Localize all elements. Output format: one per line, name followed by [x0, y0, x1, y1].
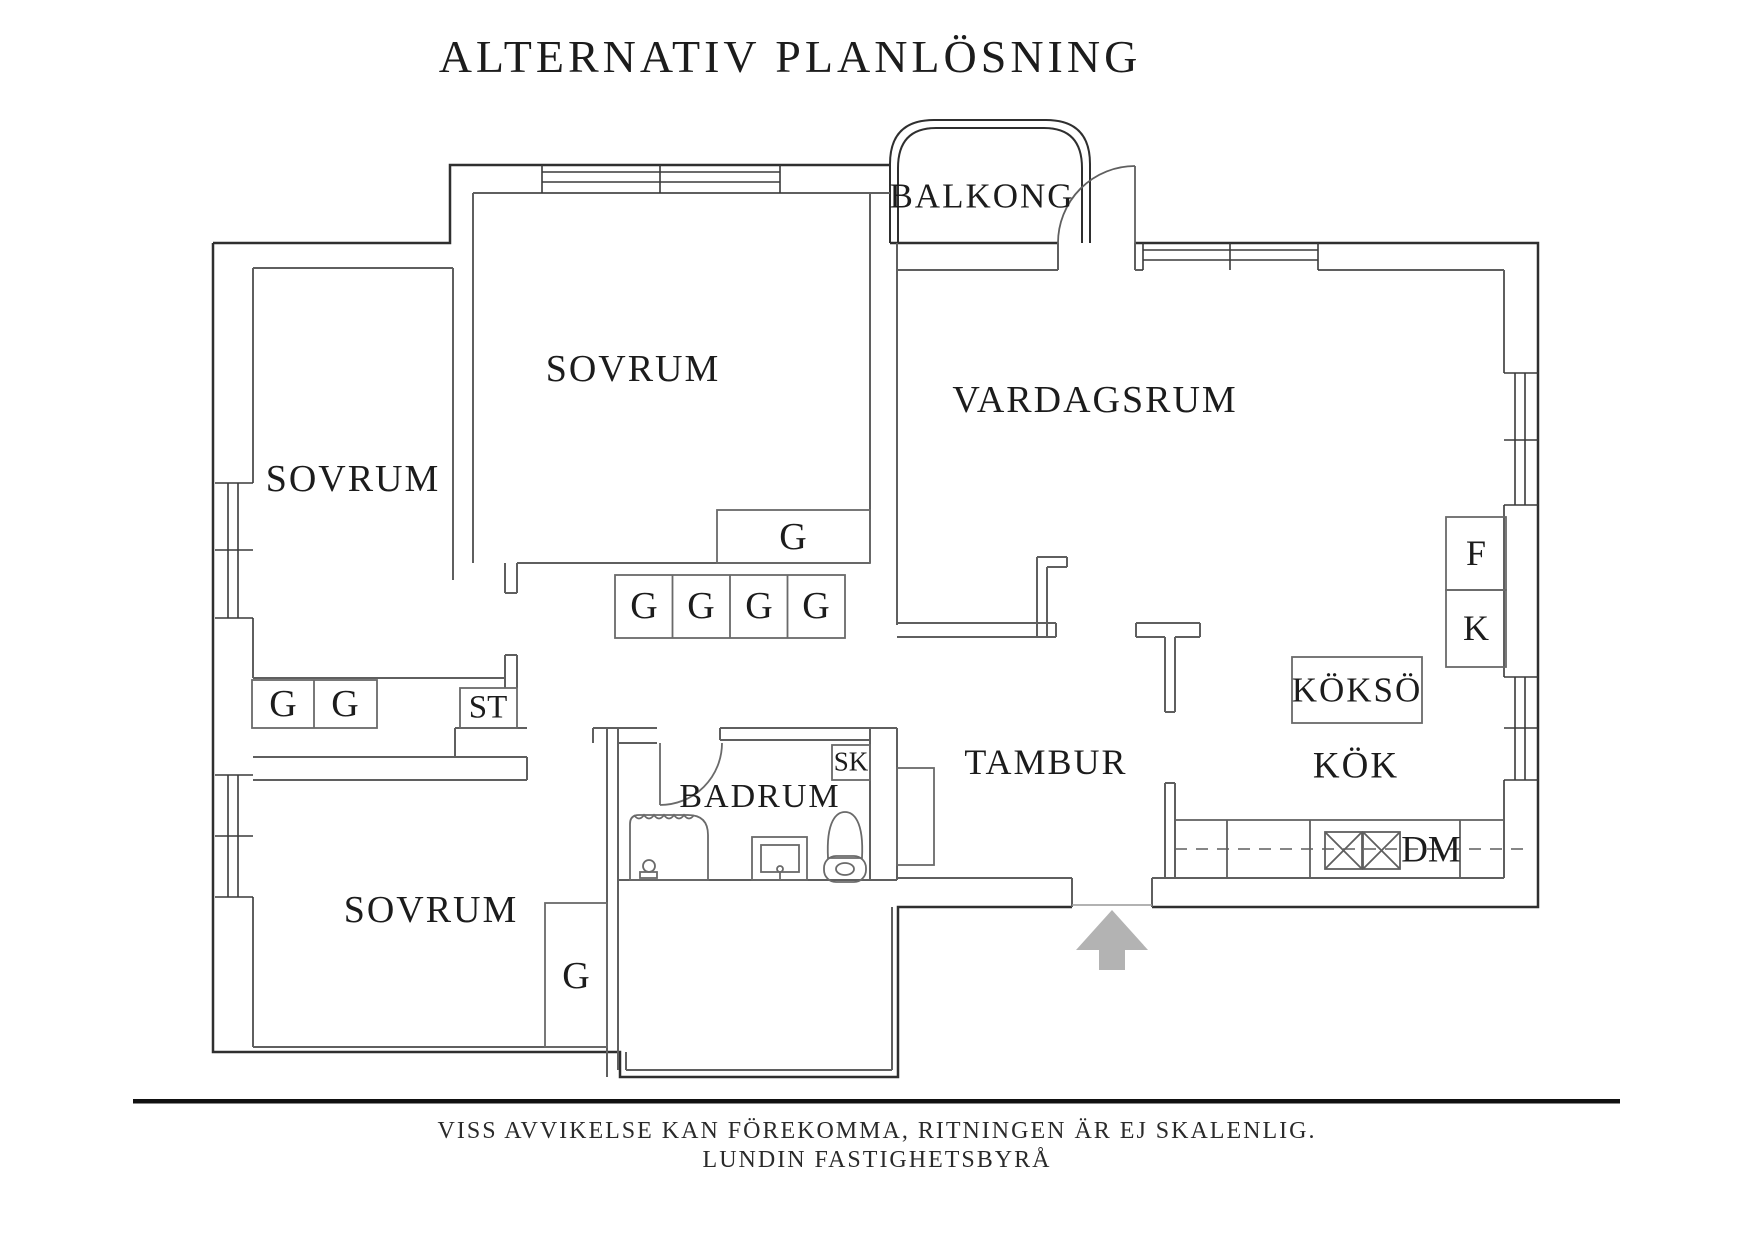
footer-disclaimer: VISS AVVIKELSE KAN FÖREKOMMA, RITNINGEN … [437, 1118, 1317, 1144]
room-label-vardagsrum: VARDAGSRUM [952, 379, 1238, 421]
closets [251, 509, 1507, 1048]
closet-label-g5: G [269, 683, 297, 725]
balcony-railing [889, 119, 1091, 243]
closet-label-g8: G [562, 955, 590, 997]
fixture-label-dishwasher: DM [1401, 829, 1461, 871]
footer-divider [133, 1099, 1620, 1104]
footer-agency: LUNDIN FASTIGHETSBYRÅ [702, 1147, 1052, 1173]
room-label-tambur: TAMBUR [964, 742, 1128, 782]
closet-label-g2: G [687, 585, 715, 627]
closet-label-sk: SK [833, 746, 869, 777]
page-title: ALTERNATIV PLANLÖSNING [438, 31, 1142, 82]
room-label-sovrum-top-mid: SOVRUM [545, 348, 721, 390]
entry-arrow-icon [1076, 910, 1148, 970]
fixture-label-koksoe: KÖKSÖ [1291, 670, 1423, 710]
room-label-sovrum-bottom: SOVRUM [343, 889, 519, 931]
room-label-badrum: BADRUM [679, 778, 841, 815]
closet-label-g6: G [331, 683, 359, 725]
fixture-label-fridge: F [1465, 533, 1487, 573]
closet-label-st: ST [468, 689, 508, 726]
balcony-door [1057, 165, 1136, 244]
windows [215, 165, 1538, 898]
closet-label-g3: G [745, 585, 773, 627]
room-label-balkong: BALKONG [889, 176, 1075, 216]
fixture-label-freezer: K [1463, 608, 1489, 648]
kitchen-counter [1175, 819, 1528, 878]
closet-label-g1: G [630, 585, 658, 627]
room-label-kok: KÖK [1312, 745, 1400, 787]
closet-label-g4: G [802, 585, 830, 627]
inner-walls [252, 192, 1505, 1077]
closet-label-g7: G [779, 516, 807, 558]
outer-walls [211, 163, 1540, 1079]
bathroom-fixtures [629, 742, 935, 883]
room-label-sovrum-top-left: SOVRUM [265, 458, 441, 500]
